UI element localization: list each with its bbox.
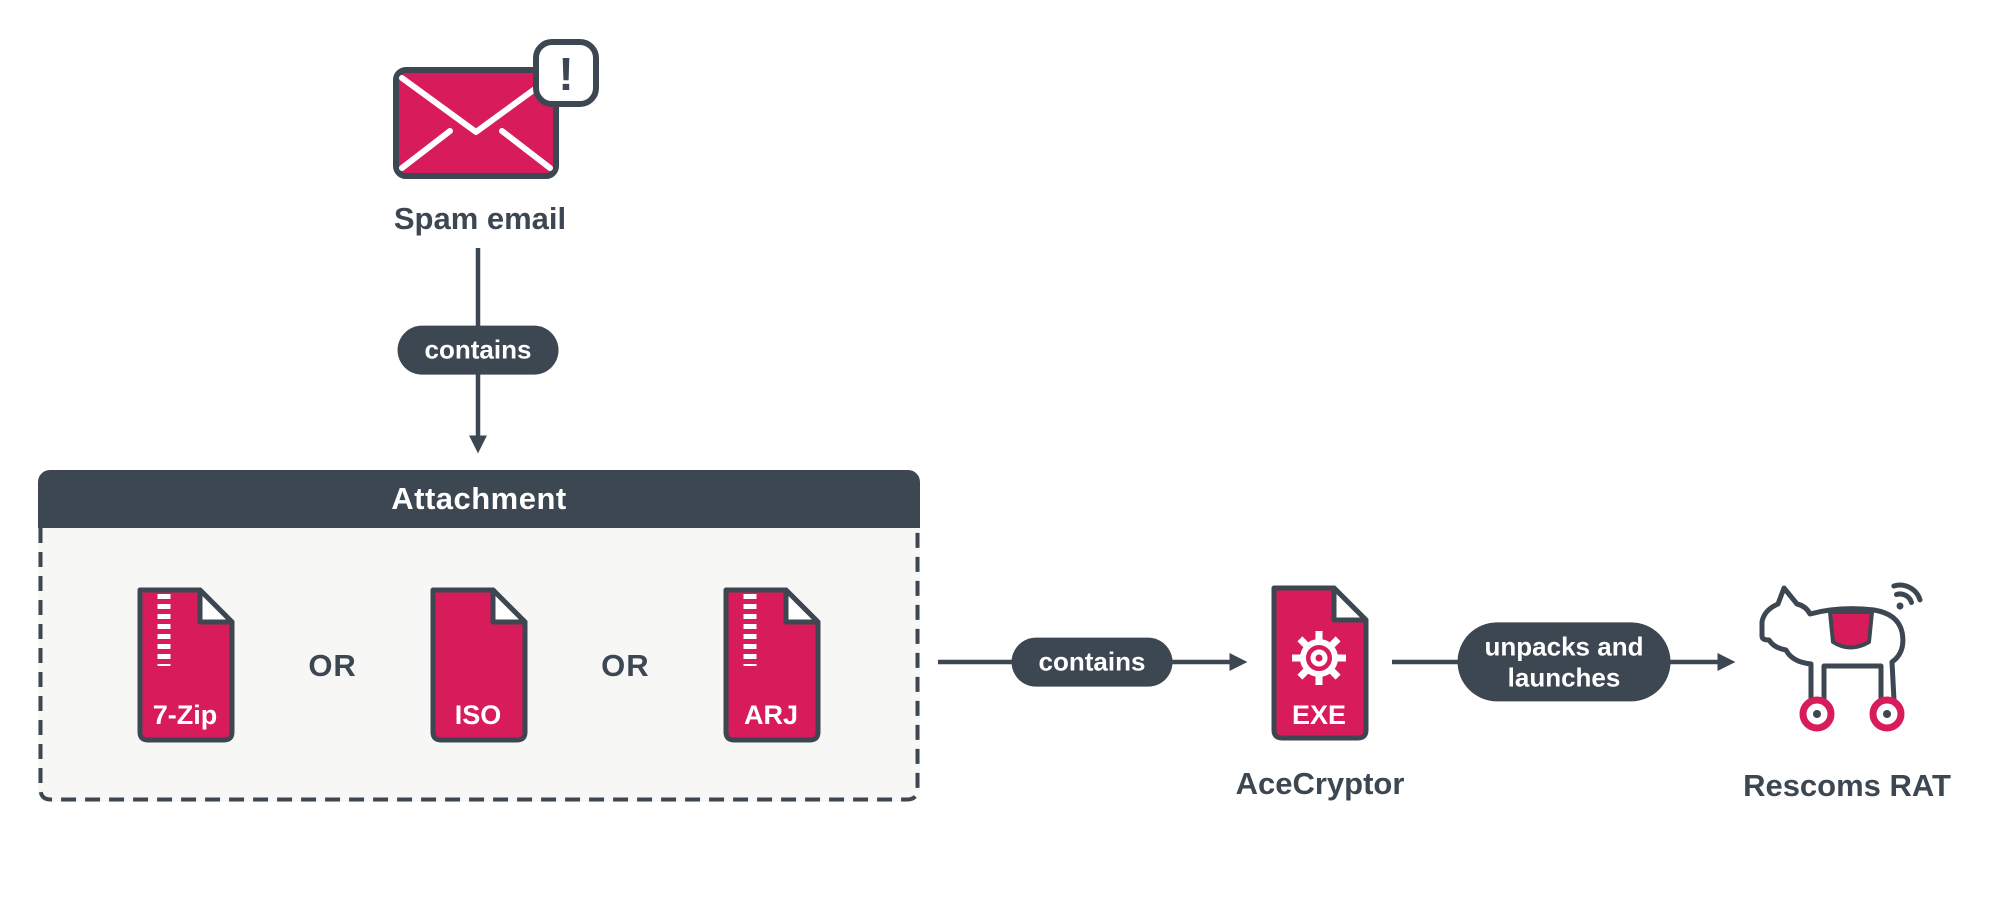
trojan-horse-icon: [1759, 582, 1923, 732]
acecryptor-label: AceCryptor: [1235, 766, 1405, 801]
spam-email-node: ! Spam email: [352, 36, 608, 237]
folded-corner: [1331, 585, 1369, 623]
file-label-arj: ARJ: [744, 700, 798, 730]
envelope-alert-icon: !: [393, 39, 599, 179]
rescoms-node: [1742, 568, 1952, 748]
or-separator-2: OR: [601, 647, 650, 683]
edge-label-text-line2: launches: [1507, 662, 1621, 692]
attachment-body: 7-Zip OR ISO OR ARJ: [38, 528, 920, 802]
edge-label-unpacks-launches: unpacks and launches: [1457, 622, 1671, 702]
edge-label-contains-2: contains: [1011, 637, 1173, 687]
envelope-flap: [399, 75, 553, 135]
gear-icon: [1292, 631, 1346, 685]
file-node-7zip: 7-Zip: [128, 584, 244, 746]
envelope-fold-right: [499, 128, 553, 171]
acecryptor-node: EXE: [1262, 582, 1378, 744]
wheel-hub: [1813, 710, 1821, 718]
or-separator-1: OR: [308, 647, 357, 683]
attachment-group: Attachment 7-Zip OR ISO OR: [38, 470, 920, 802]
file-label-iso: ISO: [455, 700, 502, 730]
folded-corner: [197, 587, 235, 625]
wifi-signal-icon: [1891, 582, 1923, 610]
edge-label-text-line1: unpacks and: [1484, 631, 1644, 662]
file-label-exe: EXE: [1292, 700, 1346, 730]
zip-archive-file-icon: ARJ: [723, 587, 821, 743]
file-node-iso: ISO: [421, 584, 537, 746]
edge-label-contains-1: contains: [397, 325, 559, 375]
spam-email-label: Spam email: [393, 201, 567, 236]
alert-exclamation: !: [558, 48, 573, 100]
alert-badge: [533, 39, 599, 107]
wheels: [1799, 696, 1905, 732]
zip-archive-file-icon: 7-Zip: [137, 587, 235, 743]
wheel-hub: [1883, 710, 1891, 718]
saddle-blanket: [1828, 610, 1874, 650]
file-label-7zip: 7-Zip: [153, 700, 218, 730]
folded-corner: [490, 587, 528, 625]
attachment-header: Attachment: [38, 470, 920, 528]
edge-label-text: contains: [1038, 646, 1146, 677]
iso-file-icon: ISO: [430, 587, 528, 743]
edge-label-text: contains: [424, 334, 532, 365]
exe-file-icon: EXE: [1271, 585, 1369, 741]
file-node-arj: ARJ: [714, 584, 830, 746]
envelope-body: [393, 67, 559, 179]
folded-corner: [783, 587, 821, 625]
horse-body-outline: [1759, 585, 1906, 703]
envelope-fold-left: [399, 128, 453, 171]
rescoms-label: Rescoms RAT: [1743, 768, 1951, 803]
